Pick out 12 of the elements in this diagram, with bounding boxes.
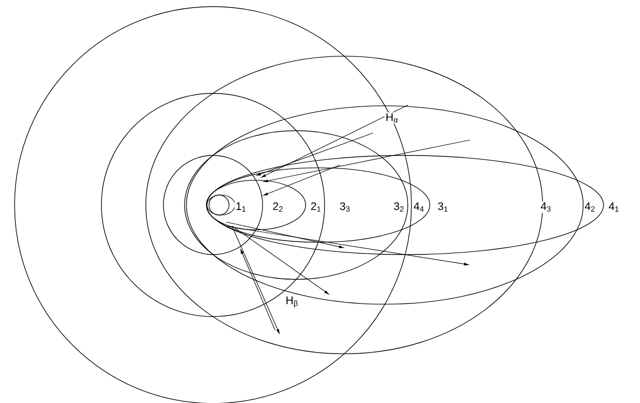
orbit-label: 4$_{3}$ — [540, 201, 552, 213]
orbit-label: 2$_{1}$ — [310, 201, 322, 213]
orbit-label: 1$_{1}$ — [234, 201, 248, 213]
orbit-label: 2$_{2}$ — [272, 201, 284, 213]
orbit-label: H$_{α}$ — [384, 112, 400, 124]
orbit-label: 4$_{4}$ — [412, 201, 426, 213]
orbit-label: 4$_{1}$ — [608, 201, 620, 213]
orbit-label: 3$_{3}$ — [338, 201, 352, 213]
orbit-label: 3$_{1}$ — [436, 201, 450, 213]
orbit-label: 3$_{2}$ — [392, 201, 406, 213]
orbit-label: 4$_{2}$ — [584, 201, 596, 213]
orbit-label: H$_{β}$ — [284, 296, 300, 308]
